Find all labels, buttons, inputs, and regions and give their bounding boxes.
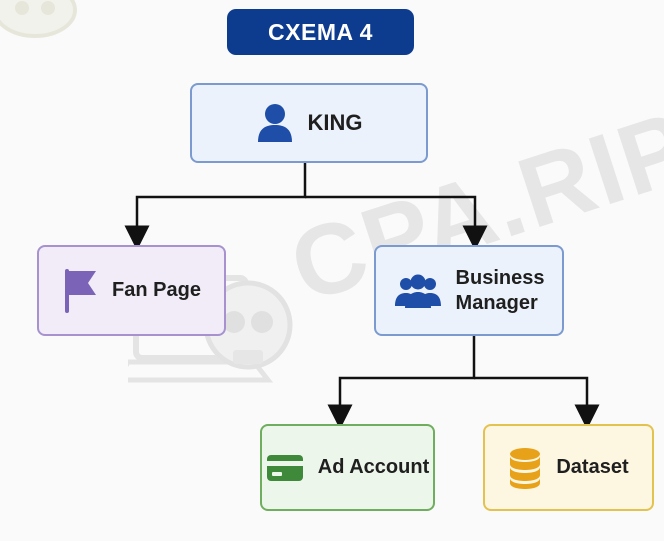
node-business-manager-label-line1: Business xyxy=(455,266,545,289)
edge-business-manager-to-dataset xyxy=(474,376,600,430)
node-king: KING xyxy=(190,83,428,163)
user-icon xyxy=(256,103,294,143)
node-dataset: Dataset xyxy=(483,424,654,511)
node-dataset-label: Dataset xyxy=(556,456,629,478)
users-icon xyxy=(394,273,442,309)
node-fan-page: Fan Page xyxy=(37,245,226,336)
node-business-manager-label-line2: Manager xyxy=(455,291,538,314)
edge-business-manager-to-ad-account xyxy=(327,336,476,430)
node-business-manager: Business Manager xyxy=(374,245,564,336)
node-ad-account: Ad Account xyxy=(260,424,435,511)
node-fan-page-label: Fan Page xyxy=(112,279,201,301)
diagram-title: CXEMA 4 xyxy=(227,9,414,55)
edge-king-to-business-manager xyxy=(305,195,488,251)
node-ad-account-label: Ad Account xyxy=(317,456,430,478)
node-king-label: KING xyxy=(307,110,363,136)
database-icon xyxy=(508,447,542,489)
flag-icon xyxy=(62,267,98,315)
credit-card-icon xyxy=(266,453,304,483)
edge-king-to-fan-page xyxy=(124,163,307,251)
node-business-manager-label: Business Manager xyxy=(456,266,545,316)
